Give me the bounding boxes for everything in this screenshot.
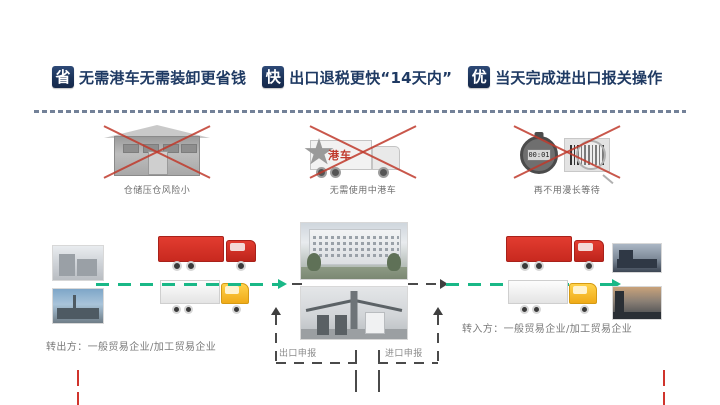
import-declaration-label: 进口申报 [385, 349, 423, 359]
benefit-item-excellent: 优 当天完成进出口报关操作 [468, 66, 662, 88]
truck-wheel [316, 167, 327, 178]
origin-building-photo [52, 245, 104, 281]
export-declaration-rail [276, 362, 356, 364]
feature-truck: 港车 无需使用中港车 [268, 124, 458, 196]
export-declaration-arrow [271, 307, 281, 315]
right-red-marker-upper [663, 370, 665, 386]
import-declaration-arrow [433, 307, 443, 315]
destination-port-photo [612, 286, 662, 320]
origin-facility-photo [52, 288, 104, 324]
stopwatch-barcode-icon: 00:01 [502, 124, 632, 185]
feature-waiting: 00:01 再不用漫长等待 [472, 124, 662, 196]
destination-red-truck-icon [506, 232, 610, 272]
import-rail-drop [378, 370, 380, 392]
feature-label-waiting: 再不用漫长等待 [533, 186, 601, 196]
customs-link-arrow [440, 279, 448, 289]
benefit-badge-save: 省 [52, 66, 74, 88]
features-row: 仓储压仓风险小 港车 无需使用中港车 00:01 [0, 124, 720, 204]
benefit-text-excellent: 当天完成进出口报关操作 [495, 68, 663, 87]
import-declaration-rail [378, 362, 438, 364]
left-red-marker-lower [77, 392, 79, 405]
benefit-badge-fast: 快 [262, 66, 285, 88]
warehouse-icon [92, 124, 222, 180]
benefit-item-save: 省 无需港车无需装卸更省钱 [52, 66, 246, 88]
benefit-item-fast: 快 出口退税更快“14天内” [262, 66, 452, 88]
benefit-text-fast: 出口退税更快“14天内” [289, 68, 453, 87]
destination-building-photo [612, 243, 662, 273]
truck-wheel [330, 167, 341, 178]
export-rail-corner [355, 350, 357, 364]
benefit-text-save: 无需港车无需装卸更省钱 [79, 68, 247, 87]
left-red-marker-upper [77, 370, 79, 386]
truck-icon: 港车 [298, 124, 428, 180]
flow-arrow-export [278, 279, 287, 289]
warehouse-door [148, 151, 168, 175]
destination-yellow-truck-icon [508, 278, 604, 314]
stopwatch-display: 00:01 [527, 149, 551, 161]
customs-checkpoint-photo [300, 286, 408, 340]
customs-link-left [292, 283, 302, 285]
warehouse-body [114, 136, 200, 176]
export-declaration-riser [275, 315, 277, 363]
magnifier-icon [576, 140, 606, 170]
warehouse-window [181, 144, 197, 153]
customs-link-right [408, 283, 442, 285]
export-declaration-label: 出口申报 [279, 349, 317, 359]
import-declaration-riser [437, 315, 439, 363]
customs-building-photo [300, 222, 408, 280]
feature-label-warehouse: 仓储压仓风险小 [123, 186, 191, 196]
truck-cab [372, 146, 400, 170]
stopwatch-crown [534, 132, 544, 138]
feature-label-truck: 无需使用中港车 [329, 186, 397, 196]
origin-red-truck-icon [158, 232, 262, 272]
export-rail-drop [355, 370, 357, 392]
stopwatch-icon: 00:01 [520, 132, 558, 174]
right-red-marker-lower [663, 392, 665, 405]
header-divider [34, 110, 686, 113]
benefit-badge-excellent: 优 [468, 66, 491, 88]
flow-arrow-import [612, 279, 621, 289]
origin-party-label: 转出方：一般贸易企业/加工贸易企业 [46, 342, 217, 353]
feature-warehouse: 仓储压仓风险小 [62, 124, 252, 196]
truck-overlay-text: 港车 [328, 149, 352, 162]
import-rail-corner [378, 350, 380, 364]
destination-party-label: 转入方：一般贸易企业/加工贸易企业 [462, 324, 633, 335]
logistics-flow-diagram: 出口申报 进口申报 转出方：一般贸易企业/加工贸易企业 转入方：一般贸易企业/加… [0, 210, 720, 405]
benefits-header: 省 无需港车无需装卸更省钱 快 出口退税更快“14天内” 优 当天完成进出口报关… [0, 60, 720, 94]
warehouse-window [123, 144, 139, 153]
truck-wheel [378, 167, 389, 178]
flow-line-export [96, 283, 278, 286]
